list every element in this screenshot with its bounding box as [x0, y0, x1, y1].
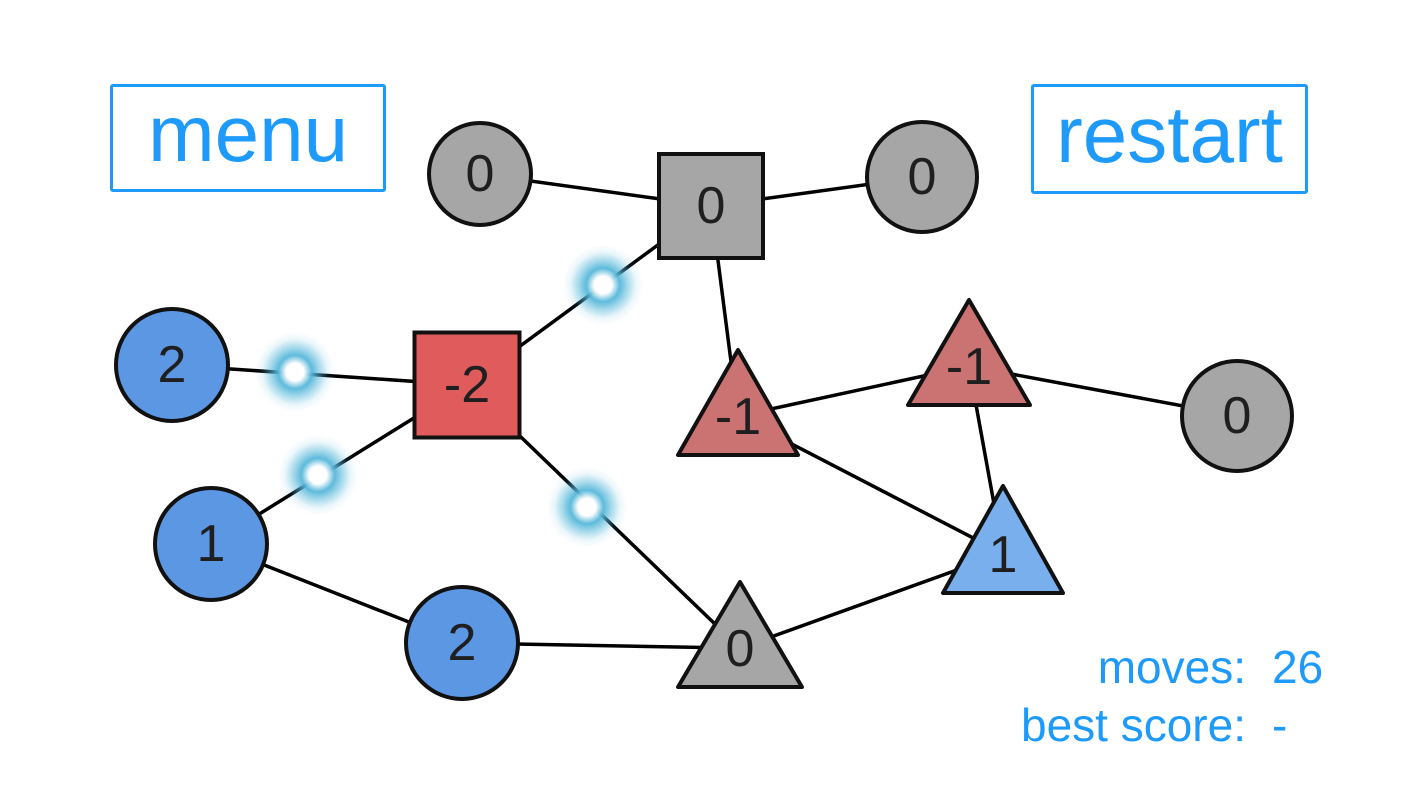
menu-button[interactable]: menu: [110, 84, 386, 192]
triangle-shape[interactable]: [676, 580, 804, 689]
edge-glow-marker[interactable]: [255, 332, 335, 412]
circle-shape[interactable]: [404, 585, 520, 701]
glow-markers-layer: [255, 245, 643, 547]
circle-shape[interactable]: [1180, 359, 1294, 473]
triangle-shape[interactable]: [941, 484, 1065, 595]
best-score-label: best score:: [1021, 699, 1246, 751]
graph-node-red-triangle-mid[interactable]: -1: [676, 348, 800, 457]
graph-node-blue-triangle-right[interactable]: 1: [941, 484, 1065, 595]
graph-node-blue-circle-left[interactable]: 2: [114, 307, 230, 423]
circle-shape[interactable]: [865, 120, 979, 234]
circle-shape[interactable]: [427, 121, 533, 227]
circle-shape[interactable]: [114, 307, 230, 423]
triangle-shape[interactable]: [676, 348, 800, 457]
graph-node-gray-circle-right[interactable]: 0: [1180, 359, 1294, 473]
edge-glow-marker[interactable]: [563, 245, 643, 325]
moves-label: moves:: [1097, 641, 1246, 693]
best-score-row: best score: -: [1021, 696, 1332, 754]
scoreboard: moves: 26 best score: -: [1021, 638, 1332, 754]
best-score-value: -: [1272, 699, 1288, 751]
circle-shape[interactable]: [153, 486, 269, 602]
graph-node-red-square[interactable]: -2: [412, 330, 522, 440]
square-shape[interactable]: [657, 152, 765, 260]
edge-glow-marker[interactable]: [547, 467, 627, 547]
edge-glow-marker[interactable]: [278, 435, 358, 515]
graph-node-red-triangle-right[interactable]: -1: [906, 298, 1032, 407]
square-shape[interactable]: [412, 330, 522, 440]
graph-node-gray-circle-top-left[interactable]: 0: [427, 121, 533, 227]
graph-node-gray-square-top[interactable]: 0: [657, 152, 765, 260]
triangle-shape[interactable]: [906, 298, 1032, 407]
moves-row: moves: 26: [1098, 638, 1332, 696]
graph-node-gray-triangle-bottom[interactable]: 0: [676, 580, 804, 689]
graph-node-blue-circle-bottom[interactable]: 2: [404, 585, 520, 701]
restart-button[interactable]: restart: [1031, 84, 1308, 194]
moves-value: 26: [1272, 641, 1324, 693]
graph-node-blue-circle-mid-left[interactable]: 1: [153, 486, 269, 602]
graph-node-gray-circle-top-right[interactable]: 0: [865, 120, 979, 234]
